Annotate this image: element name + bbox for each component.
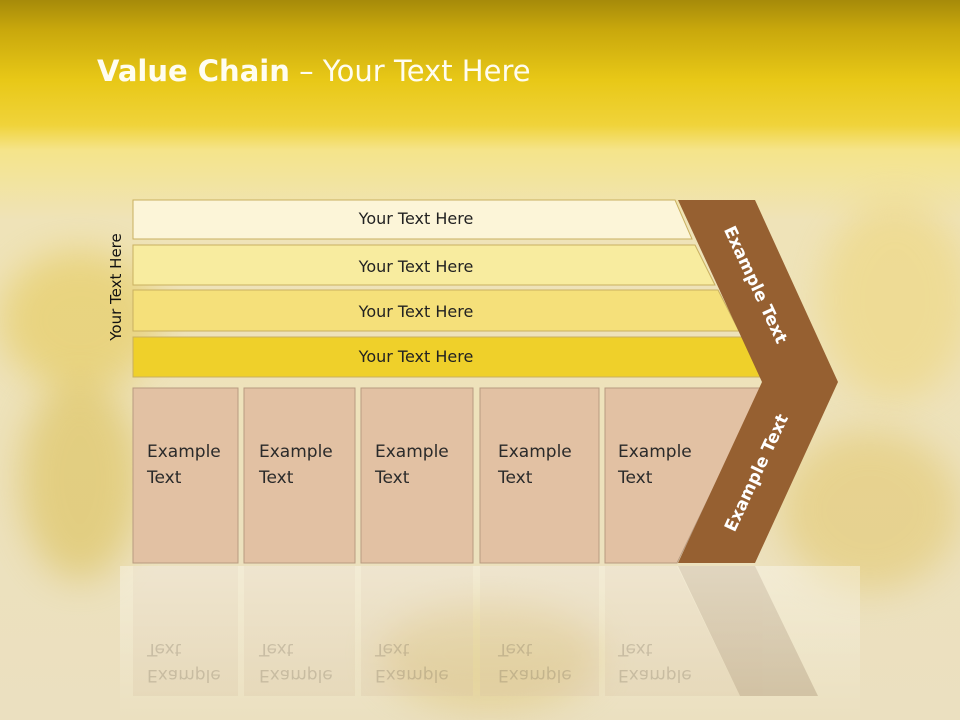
background-petal (20, 380, 140, 580)
row-label-1: Your Text Here (358, 209, 474, 228)
row-bar-1 (132, 199, 693, 240)
cell-text-line: Text (147, 468, 182, 488)
reflection-fade (120, 566, 860, 720)
cell-text-line: Example (618, 442, 692, 462)
cell-5 (604, 387, 763, 564)
row-label-4: Your Text Here (358, 347, 474, 366)
title-rest: – Your Text Here (289, 54, 531, 88)
cell-text-line: Text (618, 468, 653, 488)
chevron-arrow (678, 200, 838, 563)
cell-text-line: Example (147, 442, 221, 462)
cell-2 (243, 387, 356, 564)
cell-text-line: Text (498, 468, 533, 488)
cell-text-line: Text (259, 468, 294, 488)
cell-3 (360, 387, 474, 564)
cell-text-line: Text (375, 468, 410, 488)
row-bar-2 (132, 244, 716, 286)
cell-4 (479, 387, 600, 564)
background-petal (820, 200, 960, 400)
title-bold: Value Chain (97, 54, 290, 88)
slide-title: Value Chain – Your Text Here (97, 54, 531, 88)
background-petal (780, 430, 960, 590)
row-label-3: Your Text Here (358, 302, 474, 321)
cell-text-line: Example (498, 442, 572, 462)
row-label-2: Your Text Here (358, 257, 474, 276)
cell-text-line: Example (259, 442, 333, 462)
cell-1 (132, 387, 239, 564)
cell-text-line: Example (375, 442, 449, 462)
